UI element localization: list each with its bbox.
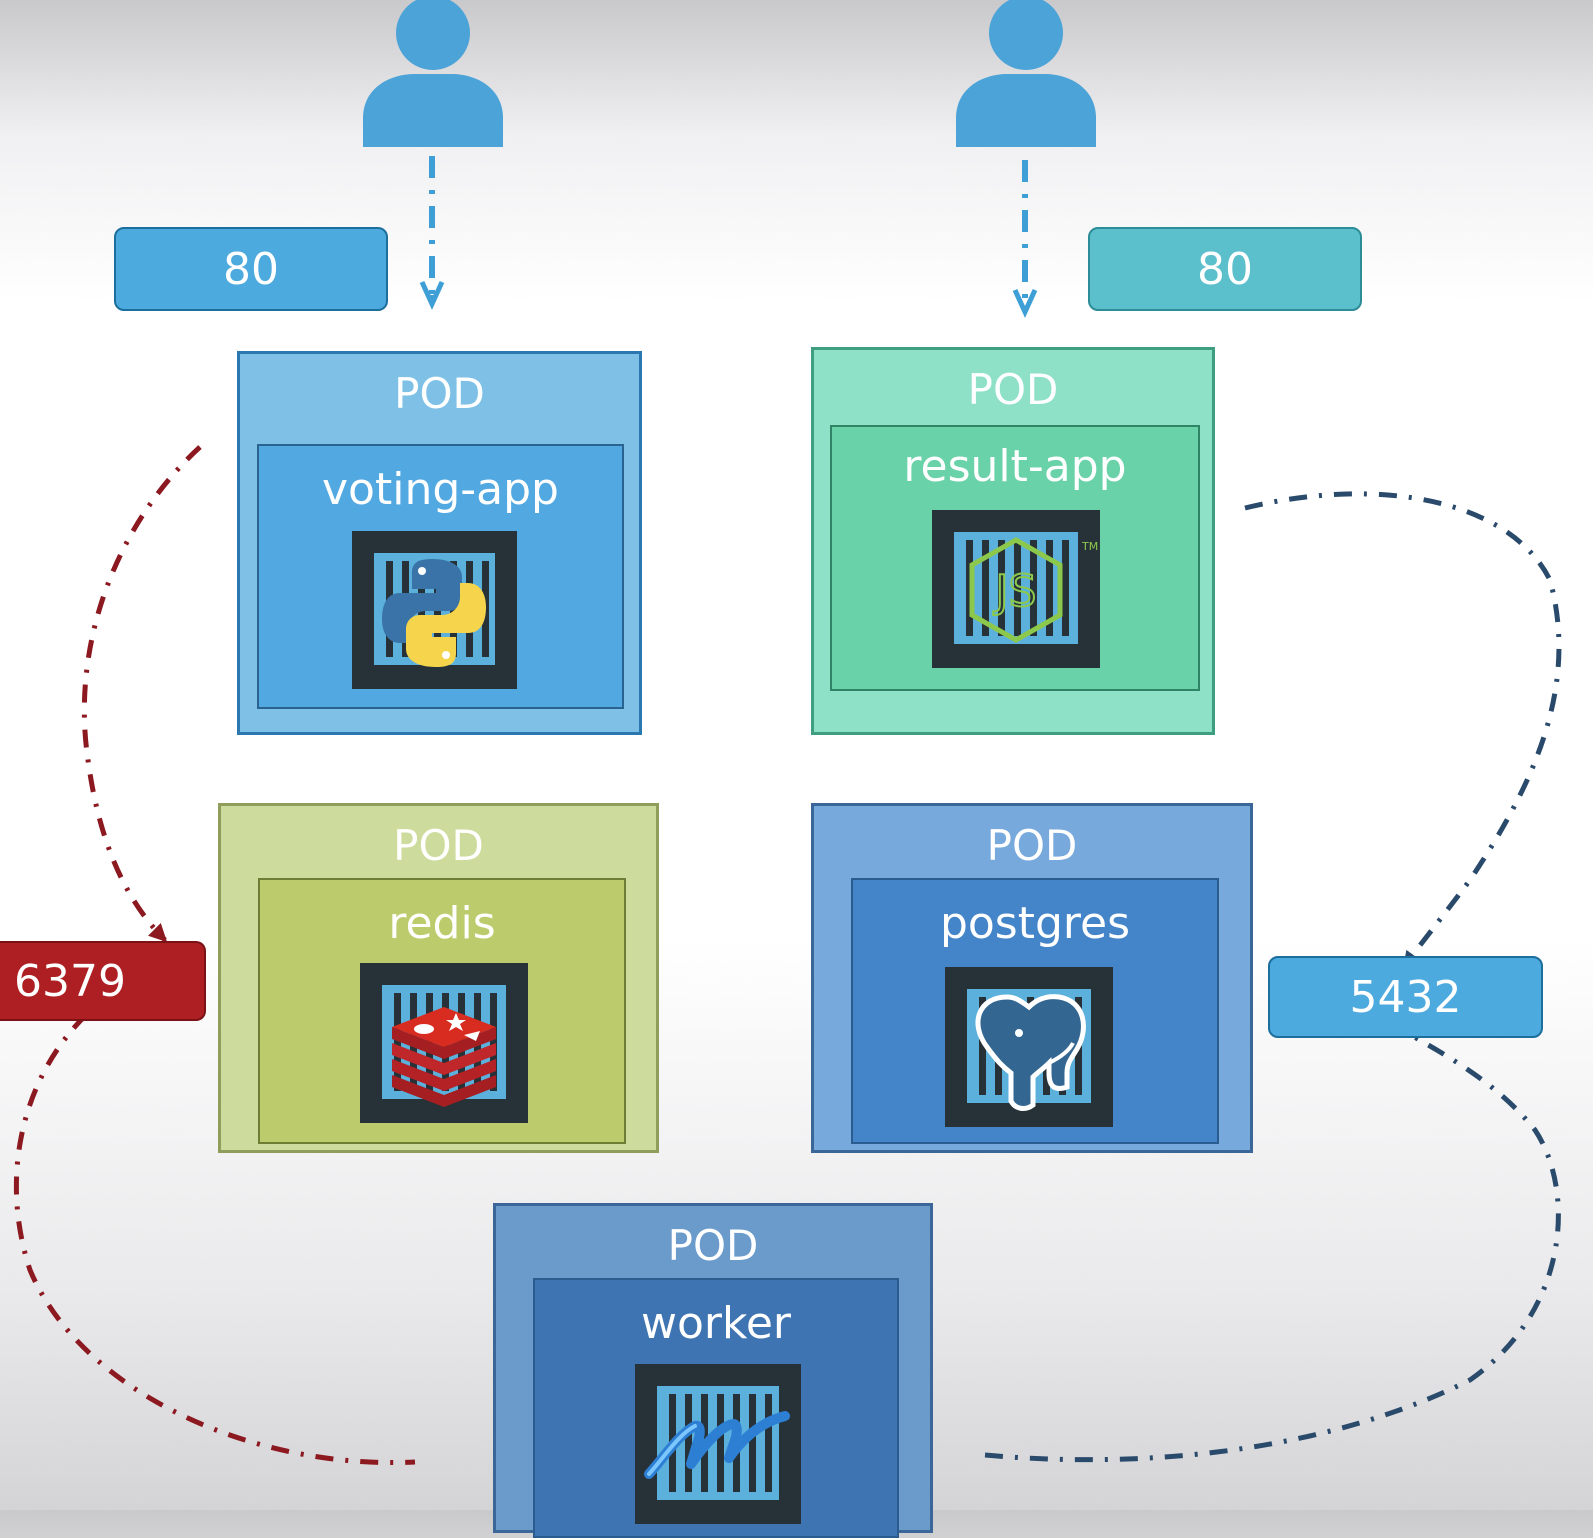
container-name: worker bbox=[640, 1298, 792, 1349]
worker-to-redis-link bbox=[13, 1013, 416, 1466]
worker-container: worker bbox=[533, 1278, 899, 1538]
container-name: redis bbox=[388, 898, 496, 949]
redis-logo-icon bbox=[382, 985, 506, 1107]
worker-pod: POD worker bbox=[493, 1203, 933, 1538]
worker-container-image bbox=[635, 1364, 801, 1524]
container-name: result-app bbox=[903, 441, 1127, 492]
pod-label: POD bbox=[986, 821, 1078, 870]
redis-container-image bbox=[360, 963, 528, 1123]
pod-label: POD bbox=[667, 1221, 759, 1270]
voting-user-icon bbox=[363, 0, 503, 147]
svg-text:TM: TM bbox=[1081, 540, 1098, 553]
svg-text:JS: JS bbox=[993, 566, 1037, 617]
postgres-pod: POD postgres bbox=[811, 803, 1253, 1153]
container-name: voting-app bbox=[322, 464, 559, 515]
container-name: postgres bbox=[939, 898, 1131, 949]
result-to-postgres-link bbox=[1244, 491, 1562, 968]
result-user-icon bbox=[956, 0, 1096, 147]
redis-service-port: 6379 bbox=[0, 941, 206, 1021]
postgres-container-image bbox=[945, 967, 1113, 1127]
worker-to-postgres-link bbox=[984, 1002, 1561, 1463]
pod-label: POD bbox=[393, 821, 484, 870]
voting-to-redis-link bbox=[81, 445, 202, 943]
pod-label: POD bbox=[394, 369, 485, 418]
voting-pod: POD voting-app bbox=[237, 351, 642, 735]
result-service-port: 80 bbox=[1088, 227, 1362, 311]
dotnet-logo-icon bbox=[644, 1386, 790, 1500]
voting-app-container: voting-app bbox=[257, 444, 624, 709]
postgres-elephant-icon bbox=[967, 989, 1091, 1111]
nodejs-logo-icon: JS TM bbox=[954, 532, 1098, 644]
result-app-container: result-app JS TM bbox=[830, 425, 1200, 691]
python-logo-icon bbox=[374, 553, 495, 667]
redis-container: redis bbox=[258, 878, 626, 1144]
redis-pod: POD redis bbox=[218, 803, 659, 1153]
result-pod: POD result-app JS TM bbox=[811, 347, 1215, 735]
postgres-service-port: 5432 bbox=[1268, 956, 1543, 1038]
postgres-container: postgres bbox=[851, 878, 1219, 1144]
pod-label: POD bbox=[967, 365, 1059, 414]
voting-service-port: 80 bbox=[114, 227, 388, 311]
result-container-image: JS TM bbox=[932, 510, 1100, 668]
voting-container-image bbox=[352, 531, 517, 689]
